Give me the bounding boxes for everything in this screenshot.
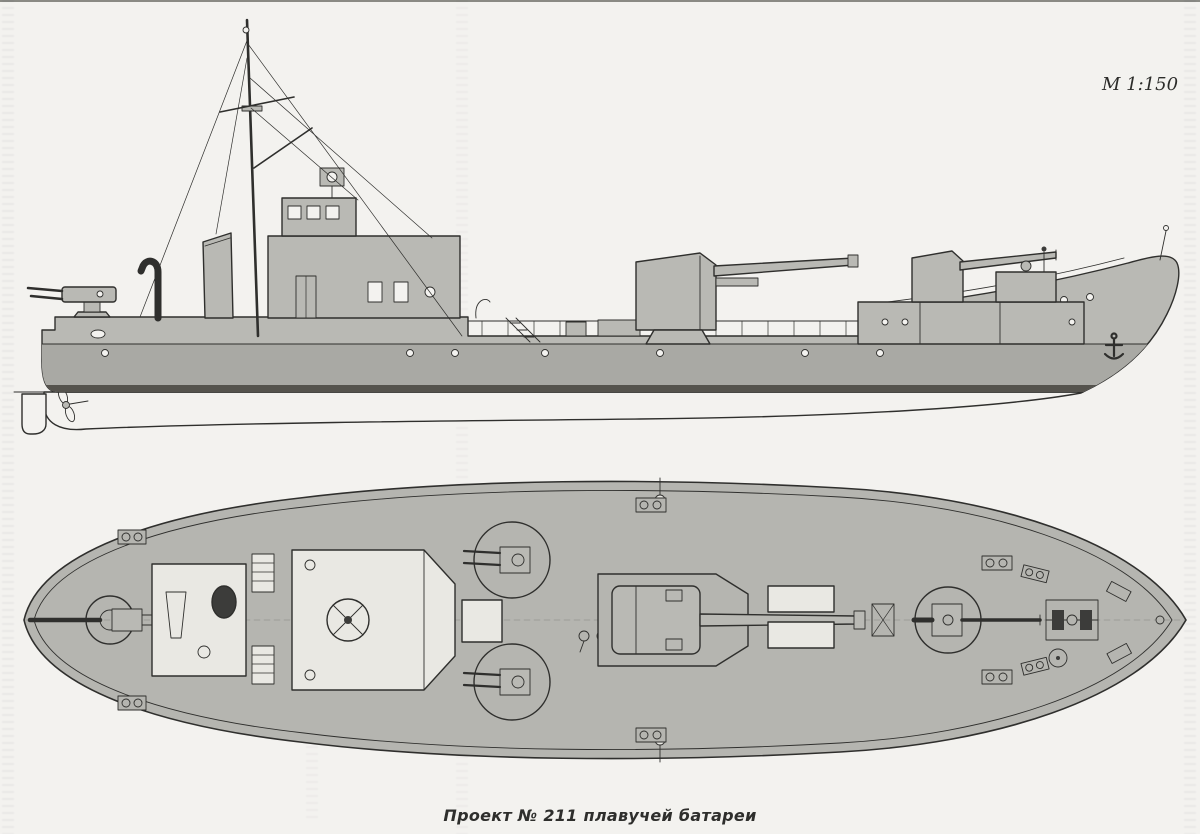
hatch-1 [767, 585, 835, 613]
rudder [21, 393, 47, 435]
well-deck-fittings [475, 298, 641, 343]
pilothouse [281, 197, 357, 237]
jack-staff [1159, 225, 1169, 261]
deck-plan-view [23, 477, 1187, 763]
aft-gun-side [911, 246, 1057, 303]
deck-hatch [597, 319, 641, 337]
stern-gun-plan [27, 595, 157, 645]
capstan [1048, 648, 1068, 668]
main-gun-side [635, 252, 859, 345]
funnel-plan [211, 585, 237, 619]
skylights [251, 553, 275, 685]
bollards-stern [117, 529, 147, 711]
aa-platform-bottom [462, 643, 551, 721]
stern-gun-side [26, 286, 117, 318]
aft-deckhouse-plan [151, 563, 247, 677]
deck-fitting-box [871, 603, 895, 637]
muzzle-plan [853, 610, 866, 630]
cowl-vent [137, 257, 162, 322]
midship-fittings [635, 477, 667, 763]
searchlight [319, 167, 345, 199]
davit [475, 298, 491, 319]
anchor-icon [1103, 332, 1125, 360]
inclined-ladder [505, 317, 541, 343]
deckhouse [267, 235, 461, 319]
rangefinder-box [995, 271, 1057, 303]
superstructure-plan [291, 549, 456, 691]
bollards-bow [981, 555, 1050, 685]
funnel [202, 232, 234, 319]
side-elevation-view [13, 18, 1180, 435]
mast-plan [326, 598, 370, 642]
underwater-hull [43, 391, 1084, 431]
forecastle-railing [861, 257, 1125, 306]
main-gun-barrel [713, 257, 855, 277]
muzzle [847, 254, 859, 268]
center-hatch [461, 599, 503, 643]
funnel-cap-line [204, 237, 231, 247]
page-top-edge [0, 0, 1200, 2]
winch [565, 321, 587, 337]
bow-gun-plan [911, 586, 1042, 654]
figure-caption: Проект № 211 плавучей батареи [443, 806, 757, 825]
main-gun-plan [597, 573, 866, 667]
anchor-windlass [1045, 599, 1099, 641]
aa-platform-top [462, 521, 551, 599]
aft-deckhouse [857, 301, 1085, 345]
hatch-2 [767, 621, 835, 649]
aft-gun-barrel [959, 251, 1057, 271]
scale-label: М 1:150 [1102, 74, 1179, 95]
hull-shading [41, 343, 1179, 392]
mast-rigging [139, 37, 463, 337]
fairleads-bow [1106, 580, 1165, 664]
